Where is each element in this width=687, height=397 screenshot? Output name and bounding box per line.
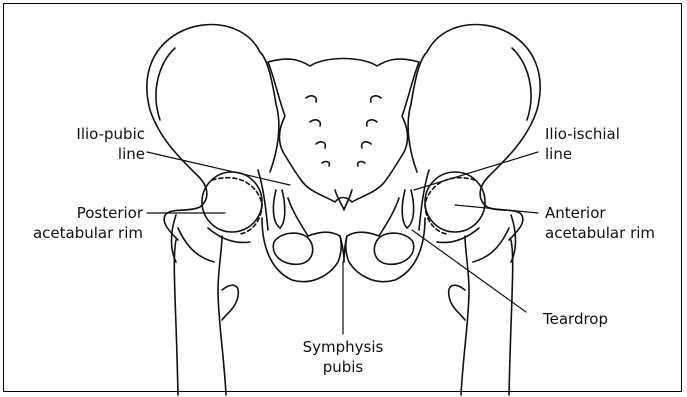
right-ilium-lower-edge <box>408 104 417 172</box>
label-symphysis-pubis: Symphysis pubis <box>293 337 393 377</box>
left-iliac-wing <box>147 25 276 240</box>
right-teardrop <box>402 190 413 228</box>
right-iliac-wing <box>411 25 540 240</box>
label-line-1: Symphysis <box>293 337 393 357</box>
label-teardrop: Teardrop <box>543 309 608 329</box>
label-line-2: line <box>545 144 620 164</box>
right-ilio-ischial-internal <box>419 170 429 230</box>
label-anterior-acetabular-rim: Anterior acetabular rim <box>545 203 655 243</box>
left-intertrochanteric <box>178 228 214 262</box>
sacral-foramen <box>306 96 316 102</box>
right-femoral-head <box>425 172 485 232</box>
left-greater-trochanter <box>172 215 177 262</box>
label-line-2: pubis <box>293 357 393 377</box>
right-iliac-inner-line <box>512 48 531 120</box>
left-iliac-inner-line <box>156 48 175 120</box>
sacrum <box>268 59 419 203</box>
label-line-2: line <box>76 144 145 164</box>
left-ilium-lower-edge <box>270 104 279 172</box>
label-line-2: acetabular rim <box>33 223 143 243</box>
sacral-foramen <box>316 142 325 148</box>
label-ilio-ischial-line: Ilio-ischial line <box>545 124 620 164</box>
sacral-foramen <box>371 96 381 102</box>
label-line-2: acetabular rim <box>545 223 655 243</box>
right-lesser-trochanter <box>449 285 465 320</box>
label-line-1: Posterior <box>33 203 143 223</box>
label-line-1: Ilio-ischial <box>545 124 620 144</box>
left-lesser-trochanter <box>222 285 238 320</box>
label-line-1: Anterior <box>545 203 655 223</box>
left-teardrop <box>273 190 284 228</box>
sacral-foramen <box>358 162 365 166</box>
left-femoral-head <box>202 172 262 232</box>
label-ilio-pubic-line: Ilio-pubic line <box>76 124 145 164</box>
sacral-foramen <box>322 162 329 166</box>
label-line-1: Ilio-pubic <box>76 124 145 144</box>
right-femur <box>437 228 513 395</box>
left-posterior-rim-dashed <box>212 178 262 234</box>
leader-ilio-ischial <box>414 152 538 190</box>
sacral-foramen <box>310 120 320 126</box>
right-greater-trochanter <box>511 215 516 262</box>
sacral-foramen <box>367 120 377 126</box>
right-obturator-foramen <box>374 233 413 264</box>
leader-anterior-rim <box>455 205 538 213</box>
left-obturator-foramen <box>273 233 312 264</box>
sacral-foramen <box>362 142 371 148</box>
right-intertrochanteric <box>473 228 509 262</box>
left-femur <box>174 228 250 395</box>
label-posterior-acetabular-rim: Posterior acetabular rim <box>33 203 143 243</box>
leader-ilio-pubic <box>147 152 290 185</box>
